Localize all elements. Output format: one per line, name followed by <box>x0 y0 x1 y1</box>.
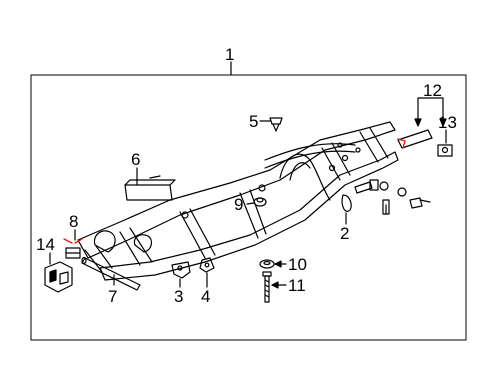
frame-rail-left <box>77 121 396 259</box>
mid-crossmember-2 <box>239 189 267 239</box>
callout-6: 6 <box>131 150 141 169</box>
callout-9: 9 <box>234 195 244 214</box>
leader-arrow-10 <box>274 260 282 268</box>
callout-14: 14 <box>36 235 55 254</box>
rear-crossmember-arch <box>279 153 331 201</box>
front-mount-detail <box>93 230 116 253</box>
callout-5: 5 <box>249 112 259 131</box>
frame-hole-4 <box>328 164 336 172</box>
callout-3: 3 <box>174 287 184 306</box>
mid-crossmember-1 <box>179 208 216 259</box>
callout-11: 11 <box>288 276 306 295</box>
rear-crossmember-1 <box>321 142 351 181</box>
part-12-extension <box>397 129 433 149</box>
assembly-border <box>30 74 467 341</box>
frame-hole-2 <box>258 184 266 192</box>
callout-12: 12 <box>423 81 442 100</box>
front-mount-detail-2 <box>133 234 153 253</box>
part-7-rod <box>81 256 141 291</box>
rear-crossmember-2 <box>359 127 389 163</box>
part-washer-1 <box>379 181 389 191</box>
part-bolt-3 <box>409 197 431 209</box>
callout-8: 8 <box>69 212 79 231</box>
part-6-bracket <box>124 175 176 201</box>
part-8-mount <box>65 247 81 259</box>
leader-arrow-11 <box>271 281 279 289</box>
part-9-nut <box>253 197 267 207</box>
part-12-highlight <box>397 138 406 149</box>
part-11-bolt <box>262 271 272 303</box>
callout-13: 13 <box>438 113 457 132</box>
part-bolt-2 <box>382 199 390 215</box>
rear-tube <box>264 143 356 169</box>
leader-line-9 <box>246 202 255 205</box>
frame-hole-3 <box>341 154 349 162</box>
part-13-bracket <box>437 144 453 157</box>
part-10-washer <box>259 259 275 269</box>
part-4-bracket <box>199 257 215 273</box>
part-2-bracket <box>341 194 352 212</box>
leader-arrow-12a <box>414 118 422 127</box>
part-bolt-1 <box>354 179 379 194</box>
callout-2: 2 <box>340 224 350 243</box>
frame-hole-5 <box>355 147 361 153</box>
part-14-body-mount <box>44 261 73 293</box>
callout-4: 4 <box>201 287 211 306</box>
front-crossmember <box>84 227 153 273</box>
leader-arrow-12b <box>439 118 447 127</box>
part-washer-2 <box>397 187 407 197</box>
frame-hole-6 <box>337 142 343 148</box>
part-5-clip <box>269 117 283 132</box>
leader-line-12 <box>417 97 444 121</box>
frame-hole-1 <box>181 211 189 219</box>
part-3-bracket <box>171 261 191 279</box>
callout-10: 10 <box>288 255 307 274</box>
part-8-highlight <box>63 238 83 244</box>
callout-7: 7 <box>108 287 118 306</box>
callout-1: 1 <box>225 45 235 64</box>
frame-assembly <box>77 121 399 281</box>
